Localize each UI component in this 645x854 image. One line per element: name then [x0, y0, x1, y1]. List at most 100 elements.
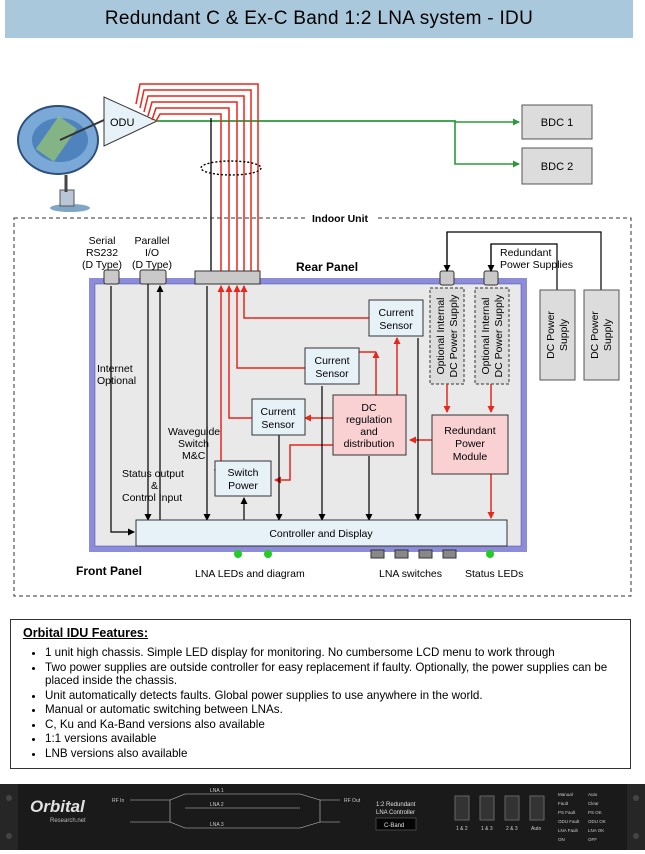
controller-display-block: Controller and Display — [135, 519, 508, 547]
status-label-3: Fault — [558, 801, 569, 806]
status-label-2: Auto — [588, 792, 598, 797]
optional-internal-ps-1: Optional Internal DC Power Supply — [429, 287, 465, 385]
status-label-7: ODU Fault — [558, 819, 580, 824]
bdc-links — [157, 118, 520, 168]
features-box: Orbital IDU Features: 1 unit high chassi… — [10, 619, 631, 769]
page-title: Redundant C & Ex-C Band 1:2 LNA system -… — [104, 8, 534, 29]
brand-logo: Orbital — [30, 797, 86, 816]
lna-switch-2 — [394, 549, 409, 559]
cable-bundle-marker — [200, 160, 262, 176]
parallel-label-3: (D Type) — [132, 259, 172, 271]
feature-item: 1:1 versions available — [45, 732, 618, 746]
sensor-bot-label-2: Sensor — [261, 419, 295, 431]
bdc-2-label: BDC 2 — [541, 161, 573, 173]
switch-power-block: Switch Power — [214, 460, 272, 497]
rf-out-label: RF Out — [344, 798, 361, 804]
sensor-bot-label-1: Current — [260, 406, 295, 418]
status-label-9: LNA Fault — [558, 828, 579, 833]
lna-led-1 — [234, 550, 242, 558]
redundant-ps-label-1: Redundant — [500, 247, 551, 259]
bdc-2-box: BDC 2 — [521, 147, 593, 185]
internet-label-1: Internet — [97, 363, 133, 375]
lna-switch-1 — [370, 549, 385, 559]
dc-ps2-label-1: DC Power — [589, 311, 601, 359]
satellite-dish-icon — [17, 105, 105, 212]
status-led — [486, 550, 494, 558]
switch-label-2: 1 & 3 — [481, 826, 493, 832]
lna-label-2: LNA 2 — [210, 802, 224, 808]
serial-connector — [103, 269, 120, 285]
feature-item: C, Ku and Ka-Band versions also availabl… — [45, 718, 618, 732]
lna-mimic-diagram — [130, 793, 340, 829]
status-label-4: Clear — [588, 801, 599, 806]
front-panel-label: Front Panel — [76, 564, 142, 578]
opt-ps1-label-2: DC Power Supply — [448, 294, 460, 378]
ps-connector-1 — [439, 270, 455, 286]
status-label-5: PS Fault — [558, 810, 576, 815]
dc-reg-label-2: regulation — [346, 414, 392, 426]
status-label-1: Manual — [558, 792, 573, 797]
internet-label-2: Optional — [97, 375, 136, 387]
odu-block: ODU — [103, 96, 159, 147]
serial-label-2: RS232 — [86, 247, 118, 259]
dc-power-supply-ext-2: DC Power Supply — [583, 289, 620, 381]
front-panel-photo: Orbital Research.net LNA 1 LNA 2 LNA 3 R… — [0, 784, 645, 850]
parallel-label-2: I/O — [145, 247, 159, 259]
dc-reg-label-4: distribution — [344, 438, 395, 450]
dc-power-supply-ext-1: DC Power Supply — [539, 289, 576, 381]
sensor-top-label-2: Sensor — [379, 320, 413, 332]
status-leds-label: Status LEDs — [465, 568, 523, 580]
status-label-6: PS OK — [588, 810, 602, 815]
sensor-mid-label-1: Current — [314, 355, 349, 367]
parallel-connector — [139, 269, 167, 285]
dc-ps1-label-1: DC Power — [545, 311, 557, 359]
current-sensor-top: Current Sensor — [368, 299, 424, 337]
opt-ps2-label-2: DC Power Supply — [493, 294, 505, 378]
bdc-1-label: BDC 1 — [541, 117, 573, 129]
sensor-mid-label-2: Sensor — [315, 368, 349, 380]
current-sensor-bottom: Current Sensor — [251, 398, 306, 436]
rpm-label-1: Redundant — [444, 425, 495, 437]
waveguide-label-3: M&C — [182, 450, 206, 462]
status-label-12: OFF — [588, 837, 597, 842]
switch-label-3: 2 & 3 — [506, 826, 518, 832]
feature-item: 1 unit high chassis. Simple LED display … — [45, 646, 618, 660]
lna-leds-label: LNA LEDs and diagram — [195, 568, 305, 580]
lna-switches-label: LNA switches — [379, 568, 442, 580]
serial-label-3: (D Type) — [82, 259, 122, 271]
status-output-label-2: & — [151, 480, 158, 492]
rear-panel-label: Rear Panel — [296, 260, 358, 274]
waveguide-label-2: Switch — [178, 438, 209, 450]
dc-reg-label-1: DC — [361, 402, 377, 414]
brand-sub: Research.net — [50, 818, 86, 824]
model-line-2: LNA Controller — [376, 810, 415, 816]
system-diagram: ODU BDC 1 BDC 2 Indoor Unit — [13, 83, 632, 597]
status-label-8: ODU OK — [588, 819, 606, 824]
ps-connector-2 — [483, 270, 499, 286]
serial-label-1: Serial — [89, 235, 116, 247]
internal-signal-wiring — [110, 284, 422, 536]
front-switch-buttons — [454, 795, 545, 821]
odu-label: ODU — [110, 117, 135, 129]
switch-power-label-1: Switch — [228, 467, 259, 479]
status-output-label-3: Control Input — [122, 492, 182, 504]
dc-reg-label-3: and — [360, 426, 378, 438]
status-output-label-1: Status output — [122, 468, 184, 480]
redundant-power-module: Redundant Power Module — [431, 414, 509, 475]
rpm-label-3: Module — [453, 451, 488, 463]
lna-label-1: LNA 1 — [210, 788, 224, 794]
feature-item: Manual or automatic switching between LN… — [45, 703, 618, 717]
model-line-1: 1:2 Redundant — [376, 802, 416, 808]
parallel-label-1: Parallel — [134, 235, 169, 247]
current-sensor-middle: Current Sensor — [304, 347, 360, 385]
external-power-wiring — [443, 231, 602, 290]
title-bar: Redundant C & Ex-C Band 1:2 LNA system -… — [5, 0, 633, 38]
rf-in-label: RF In — [112, 798, 124, 804]
optional-internal-ps-2: Optional Internal DC Power Supply — [474, 287, 510, 385]
rpm-label-2: Power — [455, 438, 485, 450]
lna-led-2 — [264, 550, 272, 558]
feature-item: Two power supplies are outside controlle… — [45, 661, 618, 688]
sensor-top-label-1: Current — [378, 307, 413, 319]
bdc-1-box: BDC 1 — [521, 104, 593, 140]
switch-label-1: 1 & 2 — [456, 826, 468, 832]
